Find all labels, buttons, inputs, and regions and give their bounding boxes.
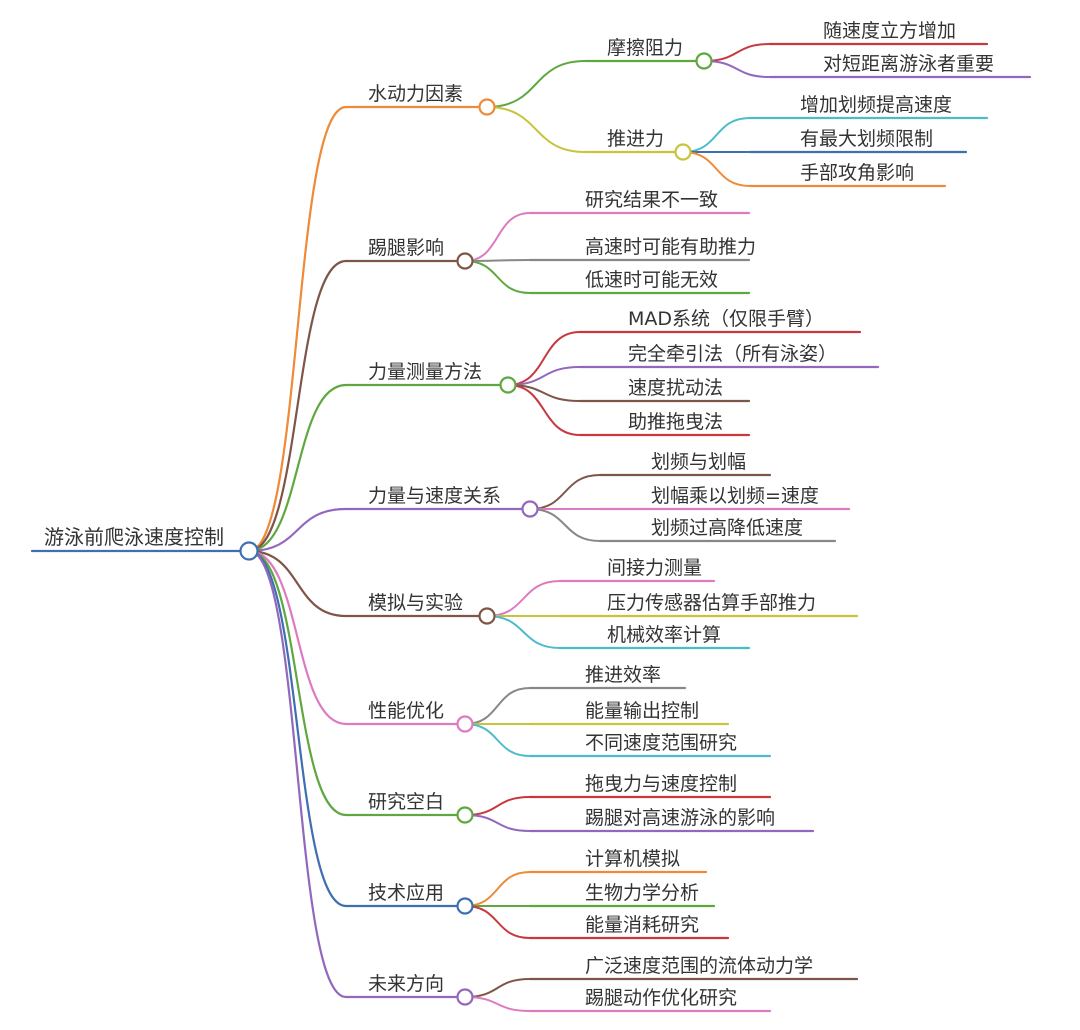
branch-connector bbox=[247, 549, 348, 726]
subtopic: 划幅乘以划频=速度 bbox=[651, 485, 819, 507]
subtopic: 完全牵引法（所有泳姿） bbox=[628, 343, 837, 365]
branch-topic: 未来方向 bbox=[368, 973, 444, 995]
branch-collapse-dot[interactable] bbox=[499, 376, 517, 394]
leaf-connector bbox=[682, 151, 751, 187]
subtopic: 压力传感器估算手部推力 bbox=[607, 592, 816, 614]
branch-connector bbox=[247, 549, 348, 618]
leaf-topic: 增加划频提高速度 bbox=[800, 94, 952, 116]
branch-collapse-dot[interactable] bbox=[456, 806, 474, 824]
subtopic-connector bbox=[464, 905, 531, 939]
subtopic: 踢腿动作优化研究 bbox=[585, 987, 737, 1009]
subtopic: 间接力测量 bbox=[607, 557, 702, 579]
subtopic-connector bbox=[464, 260, 531, 294]
subtopic-connector bbox=[529, 474, 601, 510]
branch-connector bbox=[247, 105, 348, 553]
branch-topic: 模拟与实验 bbox=[368, 592, 463, 614]
leaf-topic: 有最大划频限制 bbox=[800, 128, 933, 150]
subtopic: 广泛速度范围的流体动力学 bbox=[585, 955, 813, 977]
subtopic-collapse-dot[interactable] bbox=[695, 52, 713, 70]
subtopic-connector bbox=[464, 796, 531, 816]
subtopic: MAD系统（仅限手臂） bbox=[628, 308, 824, 330]
subtopic: 生物力学分析 bbox=[585, 882, 699, 904]
mindmap-edges bbox=[30, 42, 1032, 1013]
subtopic: 不同速度范围研究 bbox=[585, 732, 737, 754]
branch-connector bbox=[247, 507, 348, 553]
subtopic-connector bbox=[486, 580, 561, 617]
subtopic: 低速时可能无效 bbox=[585, 269, 718, 291]
branch-connector bbox=[247, 259, 348, 553]
leaf-topic: 手部攻角影响 bbox=[800, 162, 914, 184]
branch-connector bbox=[247, 549, 348, 817]
branch-collapse-dot[interactable] bbox=[521, 500, 539, 518]
subtopic-connector bbox=[507, 331, 581, 386]
subtopic-connector bbox=[529, 508, 601, 542]
branch-topic: 踢腿影响 bbox=[368, 237, 444, 259]
subtopic: 能量输出控制 bbox=[585, 700, 699, 722]
branch-collapse-dot[interactable] bbox=[456, 715, 474, 733]
leaf-topic: 对短距离游泳者重要 bbox=[823, 53, 994, 75]
subtopic-connector bbox=[464, 871, 531, 907]
subtopic-connector bbox=[486, 60, 586, 108]
subtopic: 摩擦阻力 bbox=[607, 37, 683, 59]
subtopic-connector bbox=[464, 212, 531, 262]
leaf-connector bbox=[703, 60, 771, 78]
subtopic: 推进效率 bbox=[585, 664, 661, 686]
branch-topic: 研究空白 bbox=[368, 791, 444, 813]
branch-collapse-dot[interactable] bbox=[478, 98, 496, 116]
branch-topic: 力量与速度关系 bbox=[368, 485, 501, 507]
leaf-topic: 随速度立方增加 bbox=[823, 20, 956, 42]
branch-topic: 力量测量方法 bbox=[368, 361, 482, 383]
subtopic: 研究结果不一致 bbox=[585, 189, 718, 211]
branch-topic: 水动力因素 bbox=[368, 83, 463, 105]
subtopic: 划频过高降低速度 bbox=[651, 517, 803, 539]
leaf-connector bbox=[682, 117, 751, 153]
branch-connector bbox=[247, 549, 348, 999]
subtopic: 踢腿对高速游泳的影响 bbox=[585, 807, 775, 829]
subtopic: 速度扰动法 bbox=[628, 377, 723, 399]
subtopic-connector bbox=[507, 366, 581, 386]
subtopic: 能量消耗研究 bbox=[585, 914, 699, 936]
branch-connector bbox=[247, 549, 348, 908]
branch-collapse-dot[interactable] bbox=[456, 897, 474, 915]
branch-collapse-dot[interactable] bbox=[456, 252, 474, 270]
subtopic-connector bbox=[464, 978, 531, 998]
branch-connector bbox=[247, 383, 348, 553]
subtopic-connector bbox=[464, 723, 531, 757]
subtopic-connector bbox=[486, 615, 561, 649]
subtopic: 划频与划幅 bbox=[651, 451, 746, 473]
branch-collapse-dot[interactable] bbox=[478, 607, 496, 625]
subtopic: 拖曳力与速度控制 bbox=[585, 773, 737, 795]
subtopic-connector bbox=[464, 996, 531, 1012]
subtopic-connector bbox=[486, 106, 586, 153]
leaf-connector bbox=[703, 43, 771, 62]
branch-topic: 技术应用 bbox=[368, 882, 444, 904]
root-topic: 游泳前爬泳速度控制 bbox=[44, 525, 224, 549]
subtopic: 机械效率计算 bbox=[607, 624, 721, 646]
subtopic-connector bbox=[464, 259, 531, 262]
subtopic: 推进力 bbox=[607, 128, 664, 150]
subtopic: 计算机模拟 bbox=[585, 848, 680, 870]
subtopic-collapse-dot[interactable] bbox=[674, 143, 692, 161]
subtopic: 助推拖曳法 bbox=[628, 411, 723, 433]
subtopic-connector bbox=[464, 814, 531, 832]
subtopic-connector bbox=[464, 687, 531, 725]
subtopic-connector bbox=[507, 384, 581, 436]
branch-collapse-dot[interactable] bbox=[456, 988, 474, 1006]
branch-topic: 性能优化 bbox=[368, 700, 444, 722]
root-collapse-dot[interactable] bbox=[239, 541, 259, 561]
subtopic: 高速时可能有助推力 bbox=[585, 236, 756, 258]
